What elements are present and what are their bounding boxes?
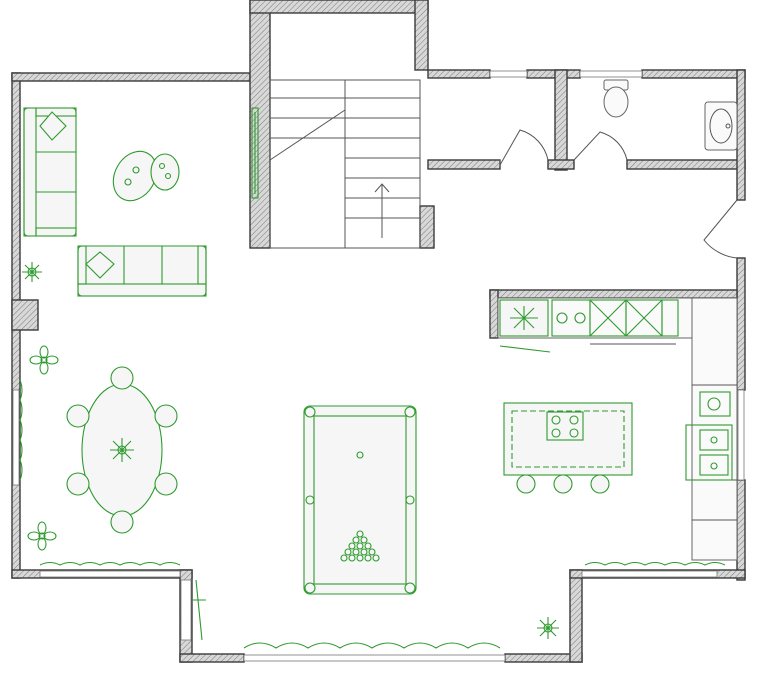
toilet-icon [603,79,629,118]
sofa-left [23,107,77,237]
pool-table [303,405,417,595]
windows [12,70,745,662]
window-bay-side [180,579,192,641]
wall-top-right [641,69,746,79]
bath-sink-icon [704,101,738,151]
window-bath1 [489,70,528,78]
window-dining [12,389,20,486]
kitchen-right-units [685,384,737,521]
ball-rack-icon [340,530,380,562]
cooktop-icon [546,411,584,441]
wall-right-lower [736,479,746,581]
wall-right-mid [736,257,746,391]
window-bath2 [579,70,643,78]
wall-bay-bottom-left [179,653,245,663]
wall-stair-right-upper [414,0,429,71]
coffee-tables [112,150,180,202]
window-kitchen [737,389,745,481]
curtain-bay [243,642,501,649]
kitchen [497,297,738,561]
wall-stair-right-lower [419,205,435,249]
plant-icon [22,262,42,282]
refrigerator-icon [499,299,551,353]
wall-right-upper [736,69,746,201]
wall-bath-bottom-c [626,159,746,170]
bar-stools [516,474,610,494]
kitchen-counter-right [691,297,738,561]
curtain-bottom-right [584,561,726,566]
bathroom [499,79,738,167]
window-bay [243,654,506,662]
curtain-bottom-left [39,561,181,566]
plant-icon [537,617,559,639]
kitchen-island [503,402,633,494]
wall-left-pier [11,299,39,331]
door-exterior [703,199,738,259]
up-arrow-icon [374,183,390,238]
wall-bath-bottom-b [547,159,575,170]
wall-top-mid [526,69,581,79]
wall-bath-partition [554,69,568,171]
door-bath1 [499,129,549,167]
window-bottom-left [39,570,181,578]
dining-set [66,366,178,534]
wall-kitchen-top [489,289,738,299]
dining-chairs [66,366,178,534]
curtain-bay-side [192,579,206,641]
staircase [269,79,421,249]
plant-icon [27,521,57,551]
door-bath2 [573,131,628,161]
wall-top-left [11,72,251,82]
wall-top-bath1 [427,69,491,79]
tv-icon [251,107,259,199]
upper-cabinets [589,299,679,345]
wall-bay-right [569,569,583,663]
wall-stair-top [249,0,429,14]
wall-bath-bottom-a [427,159,501,170]
plant-icon [29,345,59,375]
sofa-bottom [77,245,207,297]
window-bottom-right [581,570,718,578]
plant-icon [110,438,134,462]
wall-stair-left [249,0,271,249]
wall-kitchen-left [489,289,499,339]
living-area [19,107,726,649]
curtain-dining [19,379,23,481]
